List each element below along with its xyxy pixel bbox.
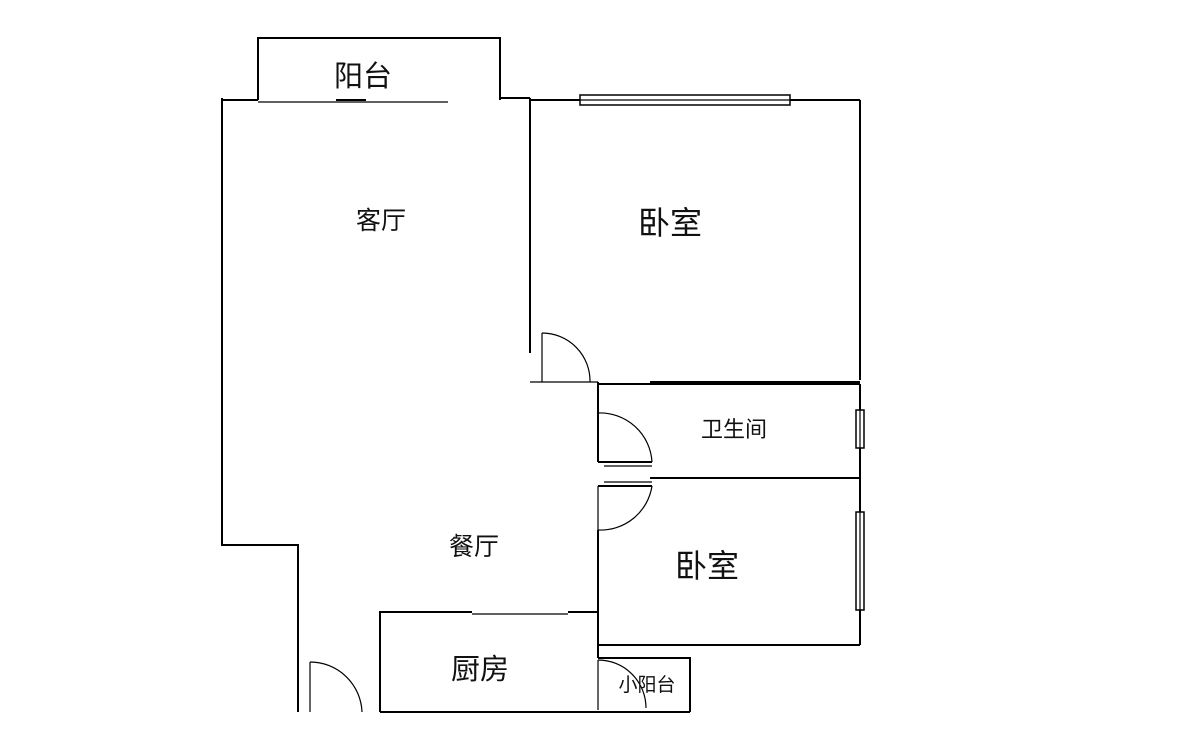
bedroom-1-door (530, 332, 598, 383)
kitchen-label: 厨房 (451, 652, 509, 686)
small-balcony-label: 小阳台 (618, 674, 675, 696)
small-balcony-walls (597, 657, 691, 712)
entrance-door (309, 661, 363, 713)
bathroom-walls (597, 382, 865, 479)
living-room-label: 客厅 (356, 206, 406, 235)
dining-room-label: 餐厅 (449, 532, 499, 561)
kitchen-walls (379, 611, 690, 713)
bedroom-1-walls (529, 94, 861, 383)
bathroom-label: 卫生间 (701, 418, 767, 443)
bedroom-2-door (597, 481, 653, 531)
balcony-walls (257, 37, 501, 103)
bedroom-1-label: 卧室 (638, 204, 702, 242)
bedroom-2-label: 卧室 (675, 547, 739, 585)
bedroom-2-walls (597, 478, 865, 658)
living-room-walls (221, 97, 530, 712)
balcony-label: 阳台 (334, 59, 392, 93)
bathroom-door (597, 412, 653, 467)
